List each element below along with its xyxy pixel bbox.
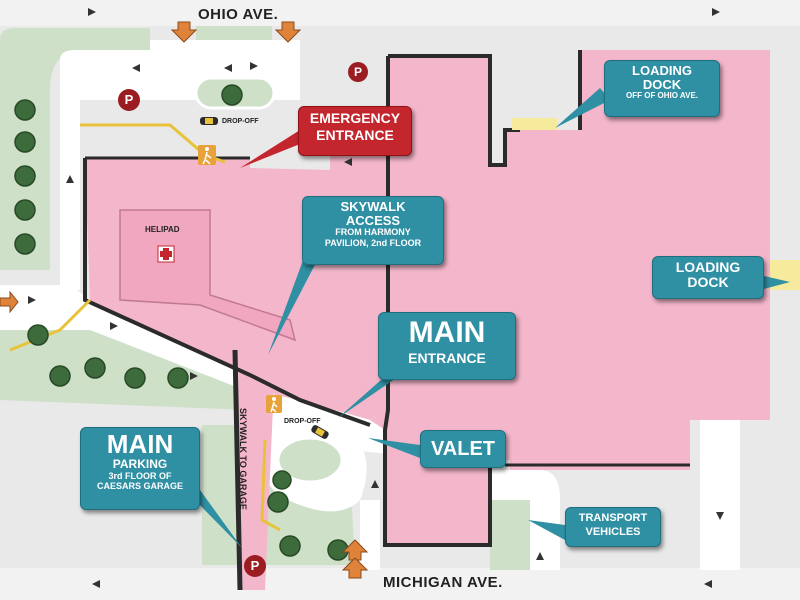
helipad-label: HELIPAD <box>145 225 180 234</box>
main-entrance-callout: MAIN ENTRANCE <box>378 312 516 380</box>
ohio-ave-road <box>0 0 800 26</box>
loading-dock-top-line3: OFF OF OHIO AVE. <box>626 91 698 101</box>
skywalk-line3: FROM HARMONY <box>335 227 411 238</box>
loading-dock-right-line2: DOCK <box>687 273 729 290</box>
main-entrance-line2: ENTRANCE <box>408 349 486 366</box>
parking-icon-garage: P <box>244 555 266 577</box>
main-parking-callout: MAIN PARKING 3rd FLOOR OF CAESARS GARAGE <box>80 427 200 510</box>
loading-dock-right-pointer <box>760 275 790 290</box>
loading-dock-top-callout: LOADING DOCK OFF OF OHIO AVE. <box>604 60 720 117</box>
dropoff-label-bottom: DROP-OFF <box>284 418 321 425</box>
street-michigan-ave: MICHIGAN AVE. <box>383 574 503 591</box>
skywalk-garage-corridor <box>238 350 275 590</box>
emergency-line2: ENTRANCE <box>316 126 394 143</box>
valet-pointer <box>368 438 420 458</box>
skywalk-pointer <box>268 255 320 355</box>
main-parking-line1: MAIN <box>106 429 174 459</box>
skywalk-to-garage-label: SKYWALK TO GARAGE <box>238 408 248 510</box>
skywalk-line1: SKYWALK <box>340 199 406 214</box>
transport-line2: VEHICLES <box>585 525 641 538</box>
dropoff-label-top: DROP-OFF <box>222 118 259 125</box>
car-icon-north <box>200 117 218 125</box>
loading-dock-top-line2: DOCK <box>642 76 682 92</box>
pedestrian-icon-north <box>198 145 216 165</box>
entry-arrows <box>0 21 369 579</box>
loading-dock-right-callout: LOADING DOCK <box>652 256 764 299</box>
skywalk-line4: PAVILION, 2nd FLOOR <box>324 237 422 248</box>
valet-callout: VALET <box>420 430 506 468</box>
valet-line1: VALET <box>430 438 496 460</box>
transport-pointer <box>528 520 565 540</box>
main-parking-line4: CAESARS GARAGE <box>96 481 183 492</box>
helipad-pad <box>119 209 297 342</box>
emergency-pointer <box>240 130 310 168</box>
main-parking-line3: 3rd FLOOR OF <box>108 470 172 481</box>
parking-icon-west: P <box>118 89 140 111</box>
car-icon-south <box>311 425 329 439</box>
entry-loop-road <box>60 50 300 290</box>
main-entrance-line1: MAIN <box>408 316 486 349</box>
skywalk-access-callout: SKYWALK ACCESS FROM HARMONY PAVILION, 2n… <box>302 196 444 265</box>
emergency-line1: EMERGENCY <box>309 110 401 126</box>
main-parking-line2: PARKING <box>112 457 168 472</box>
parking-icon-north: P <box>348 62 368 82</box>
transport-road <box>485 470 560 570</box>
grass-oval-south <box>276 436 344 484</box>
trees <box>14 84 349 561</box>
loading-dock-top-pointer <box>555 88 610 128</box>
transport-vehicles-callout: TRANSPORT VEHICLES <box>565 507 661 547</box>
skywalk-line2: ACCESS <box>345 212 401 228</box>
transport-line1: TRANSPORT <box>578 512 648 524</box>
loading-dock-right-line1: LOADING <box>675 259 741 275</box>
flow-arrows <box>28 8 724 588</box>
green-area-transport <box>490 495 530 570</box>
pedestrian-icon-south <box>266 395 282 413</box>
main-building <box>370 50 770 545</box>
green-area-west <box>0 28 150 270</box>
main-entrance-pointer <box>338 372 405 418</box>
main-parking-pointer <box>190 490 242 548</box>
michigan-ave-road <box>0 568 800 600</box>
emergency-entrance-callout: EMERGENCY ENTRANCE <box>298 106 412 156</box>
street-ohio-ave: OHIO AVE. <box>198 6 279 23</box>
loading-dock-top-line1: LOADING <box>632 63 692 78</box>
loading-dock-top-stripe <box>512 118 557 130</box>
